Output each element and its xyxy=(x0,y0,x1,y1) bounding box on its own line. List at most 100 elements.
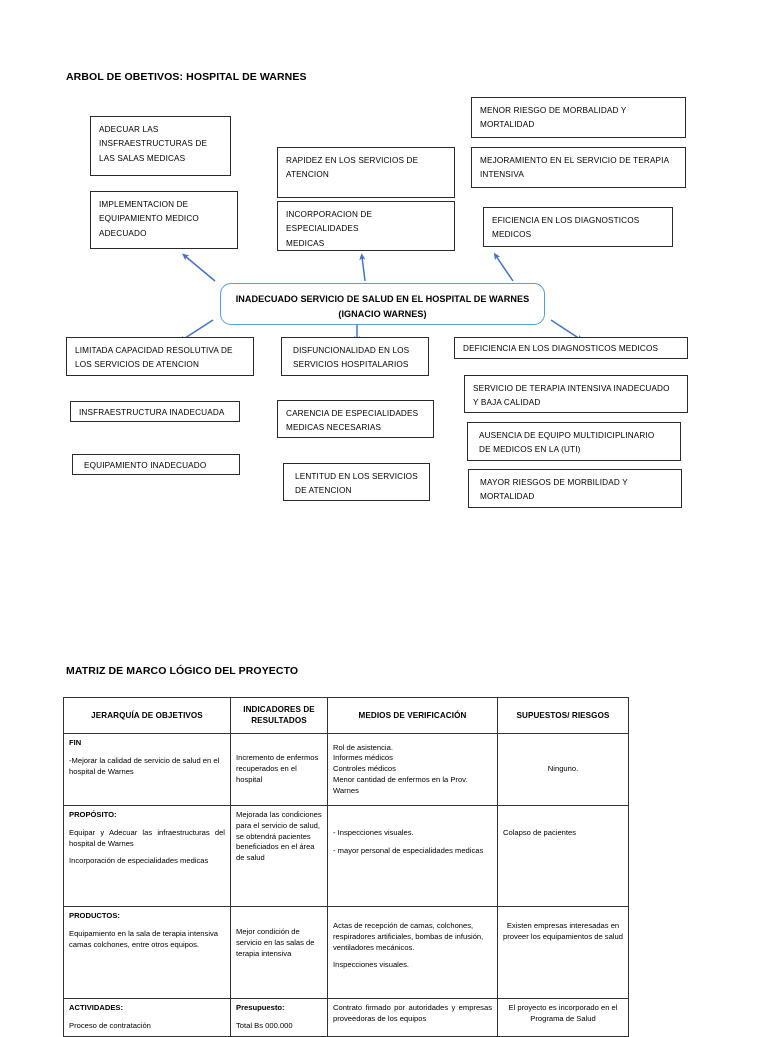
cell-text: -Mejorar la calidad de servicio de salud… xyxy=(69,755,220,776)
box-line: MORTALIDAD xyxy=(480,120,535,130)
box-line: IMPLEMENTACION DE xyxy=(99,200,189,209)
row-label: ACTIVIDADES: xyxy=(69,1002,124,1012)
box-line: AUSENCIA DE EQUIPO MULTIDICIPLINARIO xyxy=(479,431,655,440)
matriz-marco-logico-table: JERARQUÍA DE OBJETIVOS INDICADORES DE RE… xyxy=(63,697,629,1037)
box-line: SERVICIOS HOSPITALARIOS xyxy=(293,360,409,370)
row-label: PROPÓSITO: xyxy=(69,809,117,819)
row-label: Presupuesto: xyxy=(236,1002,285,1012)
row-label: PRODUCTOS: xyxy=(69,910,120,920)
cell-text: Controles médicos xyxy=(333,764,396,774)
cause-box-ausencia-equipo-multidiciplinario: AUSENCIA DE EQUIPO MULTIDICIPLINARIO DE … xyxy=(467,422,681,461)
box-line: MENOR RIESGO DE MORBALIDAD Y xyxy=(480,106,627,115)
cell-text: - mayor personal de especialidades medic… xyxy=(333,845,484,855)
cell-text: Informes médicos xyxy=(333,753,393,763)
cell-indicadores: Presupuesto: Total Bs 000.000 xyxy=(230,997,328,1037)
box-line: LOS SERVICIOS DE ATENCION xyxy=(75,360,200,370)
box-line: Y BAJA CALIDAD xyxy=(473,398,541,408)
cell-jerarquia: PRODUCTOS: Equipamiento en la sala de te… xyxy=(63,905,231,999)
cell-medios: Rol de asistencia. Informes médicos Cont… xyxy=(327,732,498,806)
cell-text: Actas de recepción de camas, colchones, … xyxy=(333,920,484,952)
box-line: MEDICAS NECESARIAS xyxy=(286,423,382,433)
column-header-medios: MEDIOS DE VERIFICACIÓN xyxy=(327,697,498,734)
column-header-jerarquia: JERARQUÍA DE OBJETIVOS xyxy=(63,697,231,734)
cell-text: Mejor condición de servicio en las salas… xyxy=(236,926,315,958)
objective-box-mejoramiento-terapia-intensiva: MEJORAMIENTO EN EL SERVICIO DE TERAPIA I… xyxy=(471,147,686,188)
cell-indicadores: Mejor condición de servicio en las salas… xyxy=(230,905,328,999)
box-line: INTENSIVA xyxy=(480,170,524,180)
cell-indicadores: Mejorada las condiciones para el servici… xyxy=(230,804,328,907)
box-line: INCORPORACION DE ESPECIALIDADES xyxy=(286,210,373,234)
cell-jerarquia: PROPÓSITO: Equipar y Adecuar las infraes… xyxy=(63,804,231,907)
cell-medios: Actas de recepción de camas, colchones, … xyxy=(327,905,498,999)
cell-text: Incorporación de especialidades medicas xyxy=(69,856,209,866)
cause-box-deficiencia-diagnosticos: DEFICIENCIA EN LOS DIAGNOSTICOS MEDICOS xyxy=(454,337,688,359)
box-line: ADECUADO xyxy=(99,228,147,238)
box-line: ADECUAR LAS xyxy=(99,125,159,134)
box-line: LENTITUD EN LOS SERVICIOS xyxy=(295,472,418,481)
objective-box-rapidez-servicios: RAPIDEZ EN LOS SERVICIOS DE ATENCION xyxy=(277,147,455,198)
cell-text: Inspecciones visuales. xyxy=(333,960,409,970)
column-header-supuestos: SUPUESTOS/ RIESGOS xyxy=(497,697,629,734)
box-line: LIMITADA CAPACIDAD RESOLUTIVA DE xyxy=(75,346,233,355)
cell-supuestos: Colapso de pacientes xyxy=(497,804,629,907)
central-problem-box: INADECUADO SERVICIO DE SALUD EN EL HOSPI… xyxy=(220,283,545,325)
table-row: FIN -Mejorar la calidad de servicio de s… xyxy=(63,732,629,806)
cell-text: Ninguno. xyxy=(547,764,579,774)
box-line: RAPIDEZ EN LOS SERVICIOS DE xyxy=(286,156,419,165)
table-row: PRODUCTOS: Equipamiento en la sala de te… xyxy=(63,905,629,999)
box-line: MORTALIDAD xyxy=(480,492,535,502)
box-line: DE MEDICOS EN LA (UTI) xyxy=(479,445,581,455)
objective-tree-diagram: ADECUAR LAS INSFRAESTRUCTURAS DE LAS SAL… xyxy=(66,97,688,508)
cell-jerarquia: ACTIVIDADES: Proceso de contratación xyxy=(63,997,231,1037)
objective-box-adecuar-infraestructuras: ADECUAR LAS INSFRAESTRUCTURAS DE LAS SAL… xyxy=(90,116,231,176)
cell-text: - Inspecciones visuales. xyxy=(333,827,414,837)
box-line: MEJORAMIENTO EN EL SERVICIO DE TERAPIA xyxy=(480,156,670,165)
box-line: EQUIPAMIENTO INADECUADO xyxy=(84,461,207,470)
arrow-up-center xyxy=(359,253,366,282)
cause-box-servicio-terapia-inadecuado: SERVICIO DE TERAPIA INTENSIVA INADECUADO… xyxy=(464,375,688,413)
objective-box-eficiencia-diagnosticos: EFICIENCIA EN LOS DIAGNOSTICOS MEDICOS xyxy=(483,207,673,247)
cell-text: Proceso de contratación xyxy=(69,1020,151,1030)
cell-text: Equipamiento en la sala de terapia inten… xyxy=(69,928,219,949)
box-line: DEFICIENCIA EN LOS DIAGNOSTICOS MEDICOS xyxy=(463,344,659,353)
cell-medios: Contrato firmado por autoridades y empre… xyxy=(327,997,498,1037)
box-line: MEDICAS xyxy=(286,238,325,248)
cell-indicadores: Incremento de enfermos recuperados en el… xyxy=(230,732,328,806)
cell-text: Contrato firmado por autoridades y empre… xyxy=(333,1002,492,1023)
box-line: MEDICOS xyxy=(492,230,532,240)
cell-text: Incremento de enfermos recuperados en el… xyxy=(236,753,319,784)
cell-medios: - Inspecciones visuales. - mayor persona… xyxy=(327,804,498,907)
box-line: INSFRAESTRUCTURAS DE xyxy=(99,139,208,149)
cause-box-mayor-riesgos-morbilidad: MAYOR RIESGOS DE MORBILIDAD Y MORTALIDAD xyxy=(468,469,682,508)
cell-text: El proyecto es incorporado en el Program… xyxy=(508,1002,618,1023)
objective-box-menor-riesgo-morbalidad: MENOR RIESGO DE MORBALIDAD Y MORTALIDAD xyxy=(471,97,686,138)
page-title-arbol-objetivos: ARBOL DE OBETIVOS: HOSPITAL DE WARNES xyxy=(66,71,307,83)
central-problem-line2: (IGNACIO WARNES) xyxy=(338,309,427,320)
cause-box-limitada-capacidad: LIMITADA CAPACIDAD RESOLUTIVA DE LOS SER… xyxy=(66,337,254,376)
objective-box-implementacion-equipamiento: IMPLEMENTACION DE EQUIPAMIENTO MEDICO AD… xyxy=(90,191,238,249)
box-line: ATENCION xyxy=(286,170,329,180)
central-problem-line1: INADECUADO SERVICIO DE SALUD EN EL HOSPI… xyxy=(235,294,530,304)
cell-jerarquia: FIN -Mejorar la calidad de servicio de s… xyxy=(63,732,231,806)
objective-box-incorporacion-especialidades: INCORPORACION DE ESPECIALIDADES MEDICAS xyxy=(277,201,455,251)
box-line: CARENCIA DE ESPECIALIDADES xyxy=(286,409,419,418)
cause-box-carencia-especialidades: CARENCIA DE ESPECIALIDADES MEDICAS NECES… xyxy=(277,400,434,438)
cause-box-insfraestructura-inadecuada: INSFRAESTRUCTURA INADECUADA xyxy=(70,401,240,422)
cell-text: Equipar y Adecuar las infraestructuras d… xyxy=(69,827,225,848)
arrow-up-right xyxy=(493,252,514,282)
table-header-row: JERARQUÍA DE OBJETIVOS INDICADORES DE RE… xyxy=(63,697,629,734)
row-label: FIN xyxy=(69,737,82,747)
cell-supuestos: El proyecto es incorporado en el Program… xyxy=(497,997,629,1037)
cell-text: Existen empresas interesadas en proveer … xyxy=(503,920,623,941)
cell-supuestos: Ninguno. xyxy=(497,732,629,806)
box-line: EQUIPAMIENTO MEDICO xyxy=(99,214,199,224)
cell-text: Menor cantidad de enfermos en la Prov. W… xyxy=(333,774,468,795)
box-line: DE ATENCION xyxy=(295,486,352,496)
box-line: DISFUNCIONALIDAD EN LOS xyxy=(293,346,410,355)
box-line: MAYOR RIESGOS DE MORBILIDAD Y xyxy=(480,478,628,487)
table-row: PROPÓSITO: Equipar y Adecuar las infraes… xyxy=(63,804,629,907)
table-row: ACTIVIDADES: Proceso de contratación Pre… xyxy=(63,997,629,1037)
cause-box-disfuncionalidad-servicios: DISFUNCIONALIDAD EN LOS SERVICIOS HOSPIT… xyxy=(281,337,429,376)
cell-supuestos: Existen empresas interesadas en proveer … xyxy=(497,905,629,999)
cell-text: Mejorada las condiciones para el servici… xyxy=(236,809,322,863)
